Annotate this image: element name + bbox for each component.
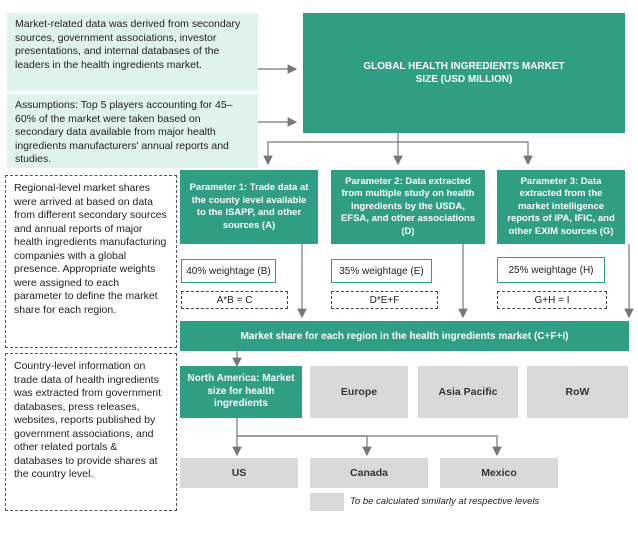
note-regional: Regional-level market shares were arrive… [5,175,177,348]
weightage-3: 25% weightage (H) [497,257,605,283]
note-market-data: Market-related data was derived from sec… [7,13,258,91]
global-market-size-box: GLOBAL HEALTH INGREDIENTS MARKET SIZE (U… [303,13,625,133]
legend-swatch [310,493,344,511]
parameter-3-box: Parameter 3: Data extracted from the mar… [497,170,625,244]
parameter-1-box: Parameter 1: Trade data at the county le… [180,170,318,244]
country-us: US [180,458,298,488]
formula-1: A*B = C [181,291,288,309]
weightage-2: 35% weightage (E) [331,259,432,283]
weightage-1: 40% weightage (B) [181,259,276,283]
region-north-america: North America: Market size for health in… [180,366,302,418]
note-country: Country-level information on trade data … [5,353,177,511]
region-share-box: Market share for each region in the heal… [180,321,629,351]
formula-2: D*E+F [331,291,438,309]
country-mexico: Mexico [440,458,558,488]
legend-text: To be calculated similarly at respective… [350,496,540,507]
country-canada: Canada [310,458,428,488]
region-row: RoW [527,366,628,418]
parameter-2-box: Parameter 2: Data extracted from multipl… [331,170,485,244]
note-assumptions: Assumptions: Top 5 players accounting fo… [7,94,258,168]
region-europe: Europe [310,366,408,418]
region-asia-pacific: Asia Pacific [418,366,518,418]
formula-3: G+H = I [497,291,607,309]
